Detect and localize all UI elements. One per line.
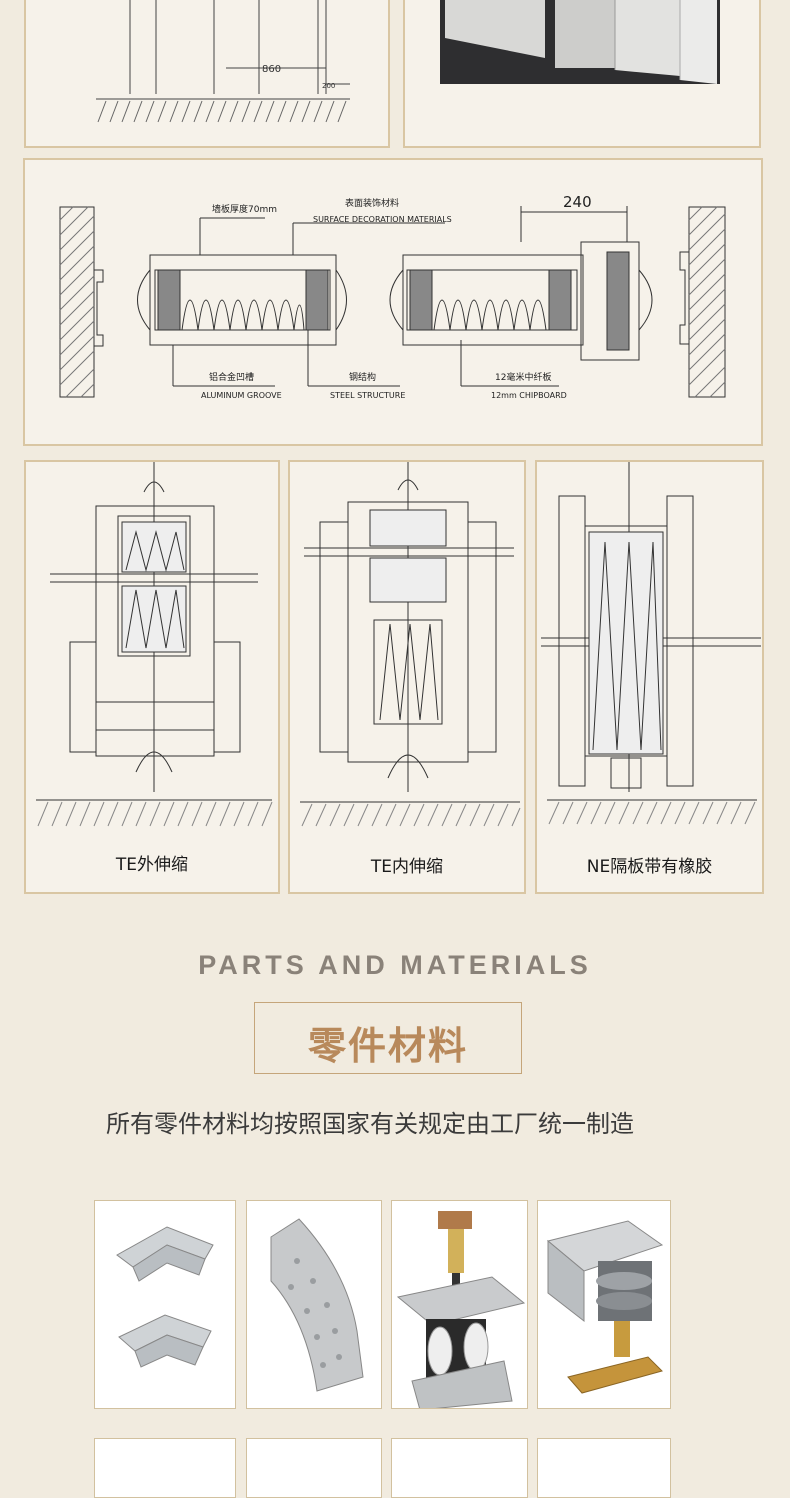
plan-section-panel: 240 墙板厚度70mm 表面装饰材料 SURFACE DECORATION M… [23,158,763,446]
part-curved-plate [246,1200,382,1409]
part-thumb-5 [94,1438,236,1498]
section-te-inner: TE内伸缩 [288,460,526,894]
dim-200: 200 [322,82,335,90]
plan-section-drawing: 240 墙板厚度70mm 表面装饰材料 SURFACE DECORATION M… [59,193,726,400]
part-bearing-track [537,1200,671,1409]
partition-photo [440,0,720,84]
corner-connector-image [116,1226,214,1368]
parts-title-en: PARTS AND MATERIALS [198,950,592,980]
parts-description: 所有零件材料均按照国家有关规定由工厂统一制造 [106,1110,634,1138]
dim-240: 240 [563,193,592,211]
ne-rubber-drawing [541,462,761,825]
label-surface-en: SURFACE DECORATION MATERIALS [313,215,452,224]
part-thumb-7 [391,1438,528,1498]
top-photo-panel [403,0,761,148]
label-steel-zh: 钢结构 [349,371,376,383]
caption-te-inner: TE内伸缩 [370,857,444,877]
dim-860: 860 [262,64,281,75]
te-outer-drawing [36,462,273,827]
part-roller-hanger [391,1200,528,1409]
parts-title-box: 零件材料 [254,1002,522,1074]
part-corner-connector [94,1200,236,1409]
curved-plate-image [270,1218,364,1392]
te-inner-drawing [300,462,521,827]
label-surface-zh: 表面装饰材料 [345,197,399,209]
elevation-drawing: 860 200 [96,0,350,123]
top-elevation-panel: 860 200 [24,0,390,148]
label-wall-thickness: 墙板厚度70mm [212,203,277,215]
roller-hanger-image [396,1211,526,1408]
section-ne-rubber: NE隔板带有橡胶 [535,460,764,894]
label-chip-zh: 12毫米中纤板 [495,371,551,383]
label-steel-en: STEEL STRUCTURE [330,391,405,400]
caption-te-outer: TE外伸缩 [115,855,189,875]
label-groove-en: ALUMINUM GROOVE [201,391,282,400]
section-te-outer: TE外伸缩 [24,460,280,894]
label-chip-en: 12mm CHIPBOARD [491,391,567,400]
part-thumb-6 [246,1438,382,1498]
label-groove-zh: 铝合金凹槽 [209,371,254,383]
parts-title-zh: 零件材料 [307,1024,468,1068]
caption-ne-rubber: NE隔板带有橡胶 [586,857,713,877]
bearing-track-image [546,1220,664,1394]
part-thumb-8 [537,1438,671,1498]
